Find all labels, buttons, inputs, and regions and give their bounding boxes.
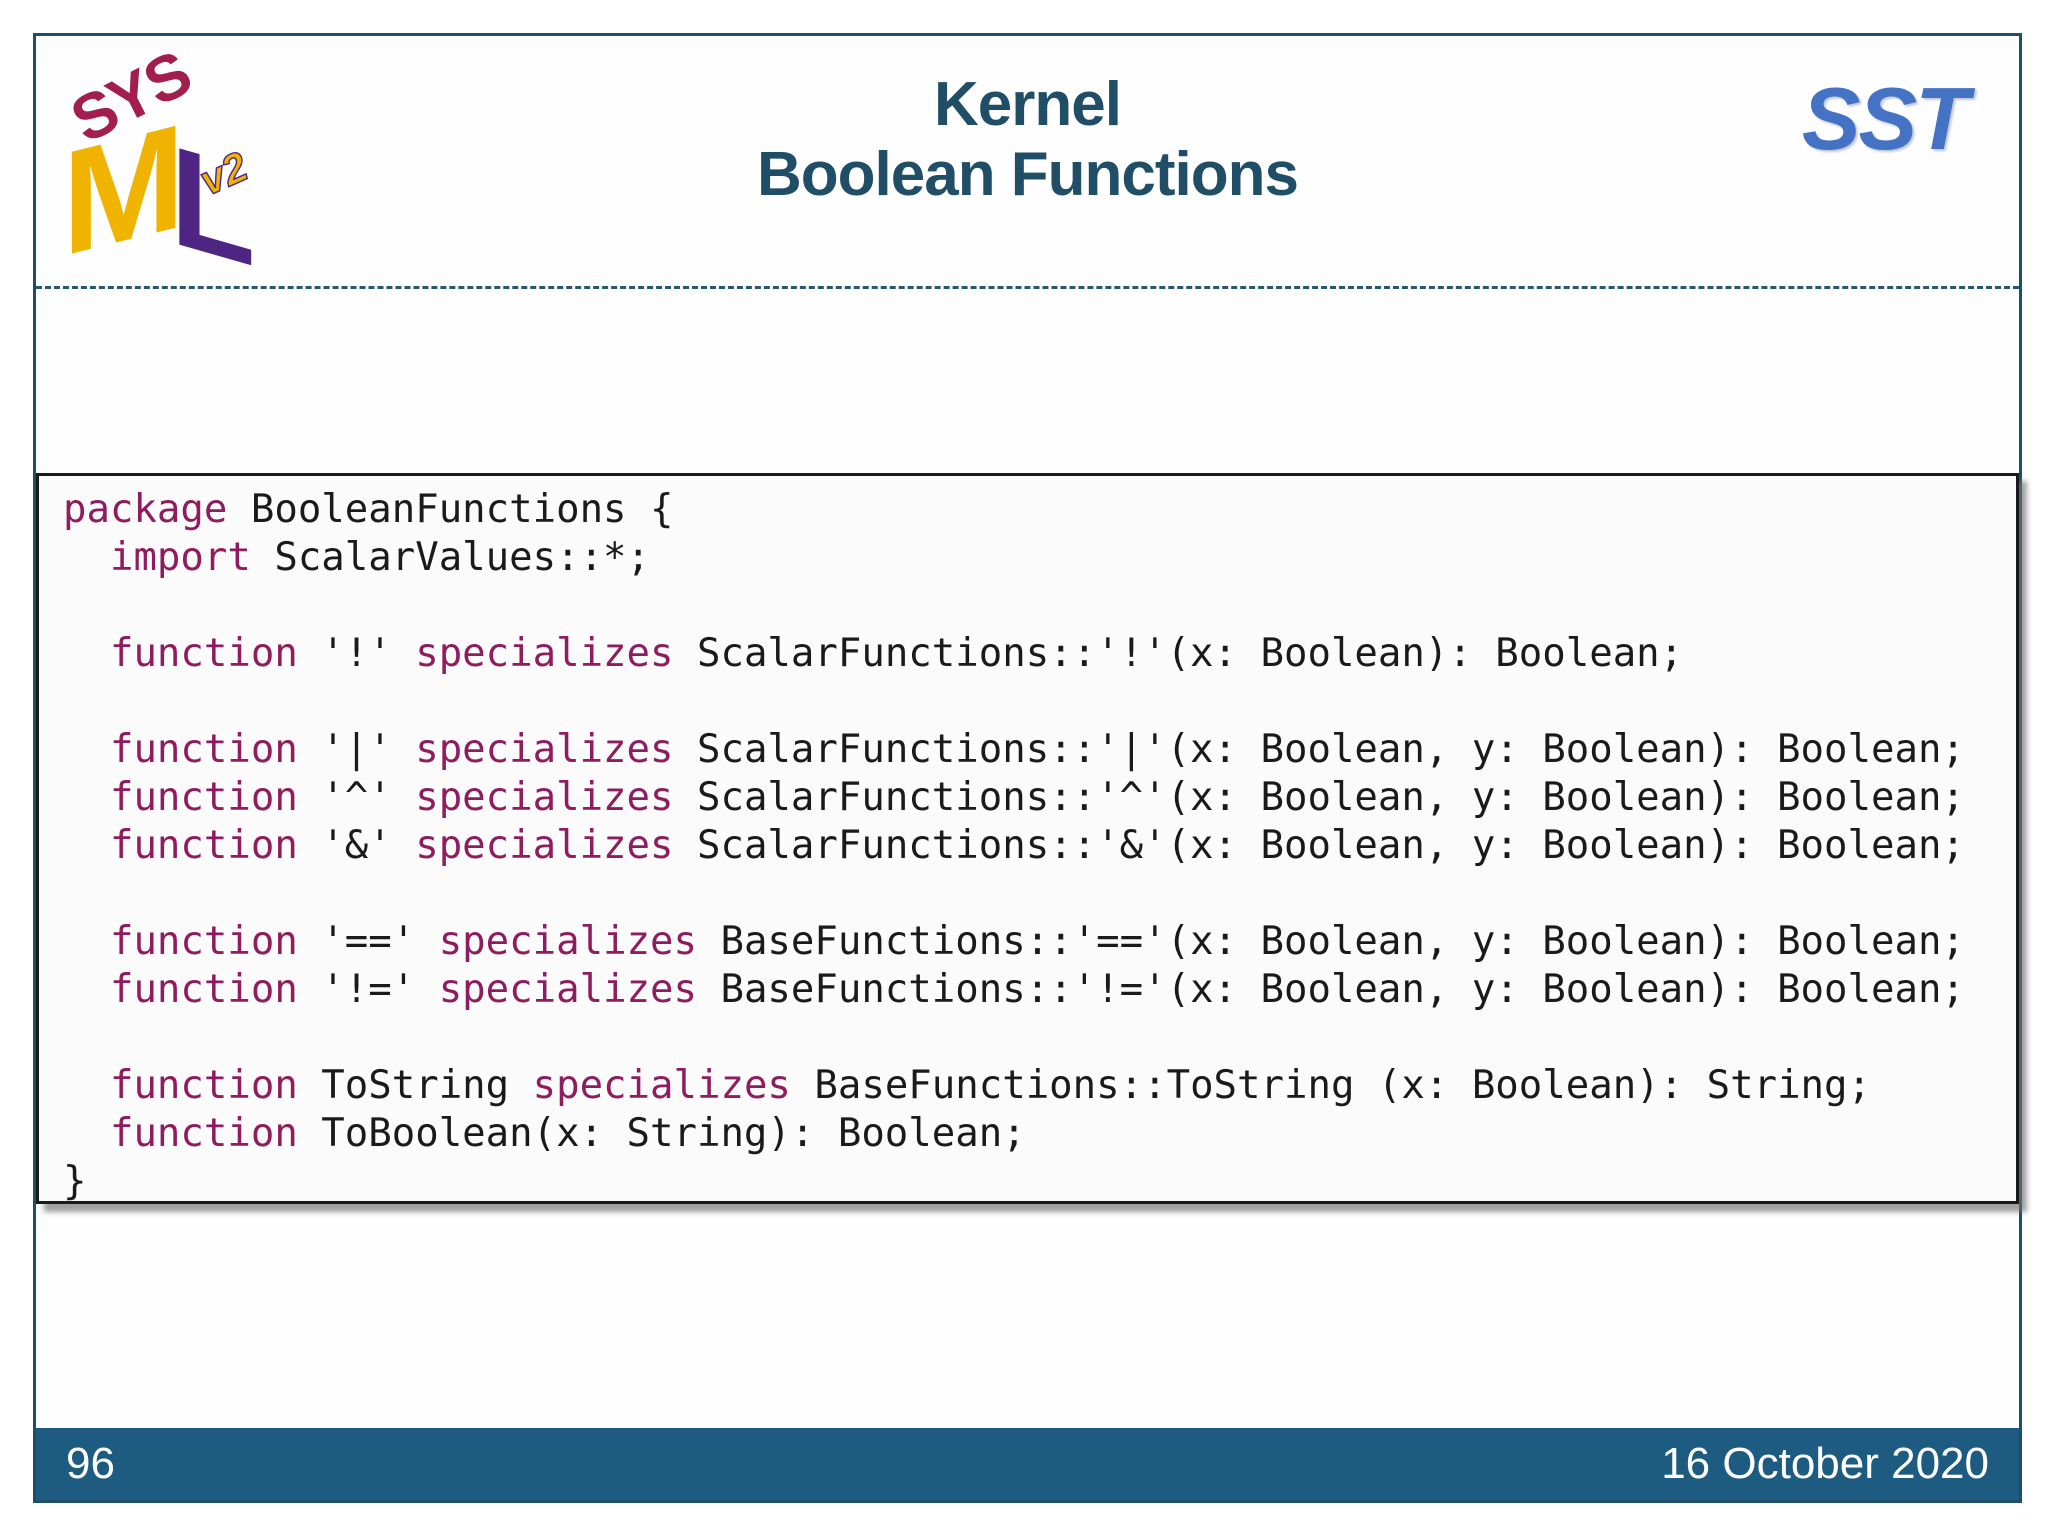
code-line: function '!=' specializes BaseFunctions:… [63,966,2016,1014]
code-keyword: function [109,1063,298,1108]
code-keyword: function [109,823,298,868]
logo-m-letter: M [62,91,185,282]
code-text: ScalarFunctions::'^'(x: Boolean, y: Bool… [673,775,1965,820]
code-line [63,582,2016,630]
sst-logo: SST [1801,69,1969,168]
code-text: BooleanFunctions { [227,487,674,532]
code-keyword: package [63,487,228,532]
code-text [63,823,110,868]
code-text [63,775,110,820]
code-line [63,870,2016,918]
code-text: '!=' [297,967,439,1012]
code-keyword: specializes [415,775,674,820]
code-text: ScalarFunctions::'&'(x: Boolean, y: Bool… [673,823,1965,868]
code-text: '==' [297,919,439,964]
code-line: function '&' specializes ScalarFunctions… [63,822,2016,870]
code-keyword: specializes [532,1063,791,1108]
code-keyword: function [109,631,298,676]
code-keyword: specializes [438,967,697,1012]
code-text: ScalarValues::*; [250,535,651,580]
code-text [63,1063,110,1108]
code-keyword: function [109,727,298,772]
sysml-v2-logo-graphic: M L SYS v2 [60,37,256,297]
code-line: function ToBoolean(x: String): Boolean; [63,1110,2016,1158]
code-line: } [63,1158,2016,1206]
footer-bar: 96 16 October 2020 [36,1428,2019,1500]
code-keyword: specializes [415,727,674,772]
code-text [63,967,110,1012]
code-line: import ScalarValues::*; [63,534,2016,582]
code-line [63,1014,2016,1062]
code-line: package BooleanFunctions { [63,486,2016,534]
code-keyword: function [109,967,298,1012]
code-text [63,1111,110,1156]
code-keyword: function [109,1111,298,1156]
code-keyword: function [109,919,298,964]
code-panel: package BooleanFunctions { import Scalar… [36,473,2019,1204]
code-text: ScalarFunctions::'|'(x: Boolean, y: Bool… [673,727,1965,772]
code-keyword: specializes [415,823,674,868]
logo-l-letter: L [170,117,256,282]
slide-title-line2: Boolean Functions [757,140,1299,209]
code-keyword: import [109,535,251,580]
code-listing: package BooleanFunctions { import Scalar… [39,476,2016,1206]
code-text: BaseFunctions::'=='(x: Boolean, y: Boole… [696,919,1965,964]
header-divider [36,286,2019,289]
code-line: function '!' specializes ScalarFunctions… [63,630,2016,678]
footer-date: 16 October 2020 [1661,1439,1989,1488]
code-line: function '==' specializes BaseFunctions:… [63,918,2016,966]
code-keyword: specializes [415,631,674,676]
code-text: } [63,1159,87,1204]
code-text [63,919,110,964]
code-text [63,727,110,772]
code-text: ToString [297,1063,533,1108]
code-text [63,535,110,580]
code-line: function ToString specializes BaseFuncti… [63,1062,2016,1110]
code-text: ToBoolean(x: String): Boolean; [297,1111,1026,1156]
code-line [63,678,2016,726]
slide-frame: M L SYS v2 Kernel Boolean Functions SST … [33,33,2022,1503]
code-line: function '|' specializes ScalarFunctions… [63,726,2016,774]
slide-title: Kernel Boolean Functions [36,70,2019,210]
slide-title-line1: Kernel [934,70,1122,139]
page-number: 96 [66,1439,115,1488]
code-text: '!' [297,631,416,676]
code-line: function '^' specializes ScalarFunctions… [63,774,2016,822]
code-text: '^' [297,775,416,820]
code-text: '|' [297,727,416,772]
code-keyword: function [109,775,298,820]
code-text: '&' [297,823,416,868]
code-text: BaseFunctions::ToString (x: Boolean): St… [790,1063,1871,1108]
code-text [63,631,110,676]
code-text: BaseFunctions::'!='(x: Boolean, y: Boole… [696,967,1965,1012]
code-keyword: specializes [438,919,697,964]
code-text: ScalarFunctions::'!'(x: Boolean): Boolea… [673,631,1684,676]
sysml-v2-logo: M L SYS v2 [54,37,278,297]
